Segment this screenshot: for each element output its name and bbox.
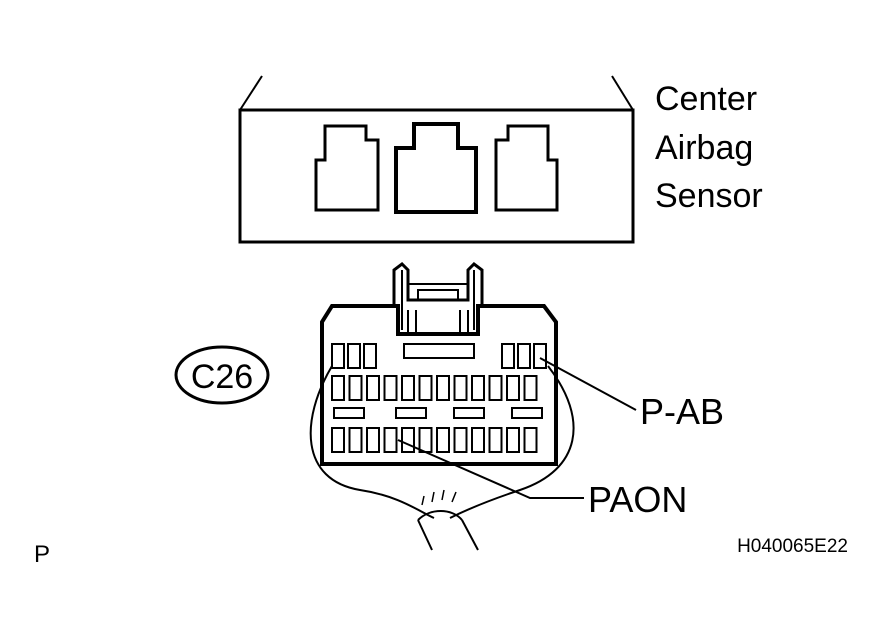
terminal-cavity xyxy=(501,343,515,369)
terminal-cavity xyxy=(363,343,377,369)
terminal-cavity xyxy=(453,375,468,401)
terminal-cavity xyxy=(383,427,398,453)
connector-terminals xyxy=(331,343,547,453)
terminal-cavity xyxy=(331,427,345,453)
terminal-cavity xyxy=(366,427,380,453)
terminal-cavity xyxy=(383,375,398,401)
paon-leader xyxy=(397,439,584,499)
terminal-cavity xyxy=(347,343,361,369)
terminal-cavity xyxy=(453,427,468,453)
terminal-cavity xyxy=(471,427,485,453)
sensor-socket-left xyxy=(314,124,380,212)
connector-body xyxy=(320,304,558,466)
p-ab-leader xyxy=(539,357,637,411)
spacer-slot xyxy=(333,407,365,419)
terminal-cavity xyxy=(331,343,345,369)
terminal-cavity xyxy=(348,427,363,453)
callout-leaders xyxy=(397,357,637,499)
p-ab-label: P-AB xyxy=(640,391,724,432)
figure-id: H040065E22 xyxy=(737,536,848,557)
airbag-sensor-housing xyxy=(238,75,635,244)
terminal-cavity xyxy=(331,375,345,401)
connector-code-text: C26 xyxy=(191,358,253,396)
terminal-cavity xyxy=(506,427,520,453)
connector-latch xyxy=(392,262,484,304)
terminal-cavity xyxy=(436,375,450,401)
sensor-label-line-2: Airbag xyxy=(655,129,753,167)
harness-connector xyxy=(309,262,575,551)
terminal-cavity xyxy=(517,343,531,369)
terminal-cavity xyxy=(471,375,485,401)
terminal-cavity xyxy=(418,375,433,401)
sensor-socket-center xyxy=(394,122,478,214)
terminal-cavity xyxy=(348,375,363,401)
sensor-socket-right xyxy=(494,124,559,212)
terminal-cavity xyxy=(533,343,547,369)
sensor-label-line-1: Center xyxy=(655,80,757,118)
terminal-cavity xyxy=(418,427,433,453)
terminal-cavity xyxy=(401,427,415,453)
terminal-cavity xyxy=(488,375,503,401)
spacer-slot xyxy=(453,407,485,419)
terminal-cavity xyxy=(401,375,415,401)
harness-wires xyxy=(309,365,575,519)
spacer-slot xyxy=(395,407,427,419)
terminal-cavity xyxy=(488,427,503,453)
terminal-cavity xyxy=(366,375,380,401)
view-marker: P xyxy=(34,541,50,568)
paon-label: PAON xyxy=(588,479,687,520)
terminal-cavity xyxy=(506,375,520,401)
terminal-cavity xyxy=(523,427,538,453)
connector-code-badge: C26 xyxy=(174,345,270,405)
terminal-cavity xyxy=(436,427,450,453)
terminal-cavity xyxy=(523,375,538,401)
spacer-slot xyxy=(511,407,543,419)
sensor-label-line-3: Sensor xyxy=(655,177,763,215)
connector-key-slot xyxy=(403,343,475,359)
